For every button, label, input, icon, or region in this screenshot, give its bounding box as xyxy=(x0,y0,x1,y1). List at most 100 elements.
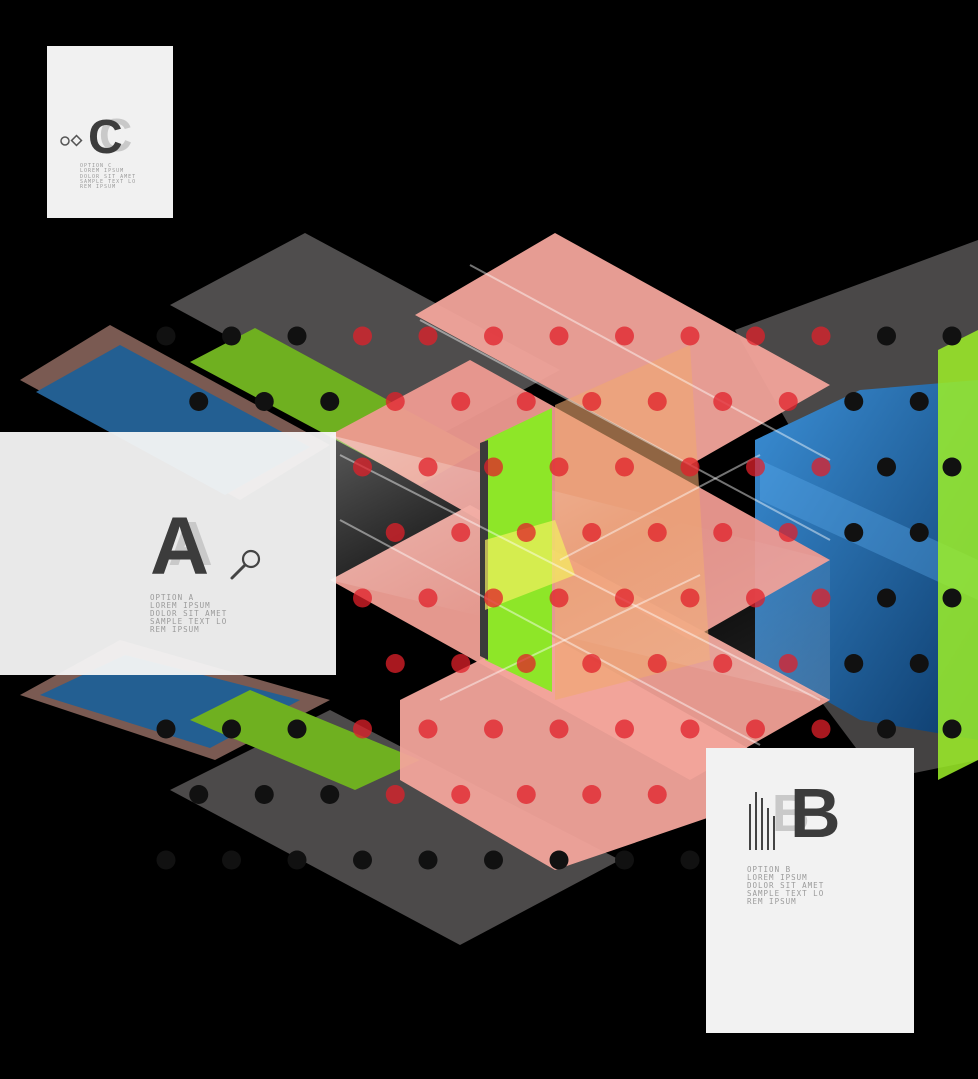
pattern-dot xyxy=(647,785,667,804)
option-a-line: OPTION A xyxy=(150,593,195,602)
pattern-dot xyxy=(778,523,798,542)
pattern-dot xyxy=(353,457,372,477)
option-a-line: REM IPSUM xyxy=(150,624,200,634)
pattern-dot xyxy=(549,588,569,608)
pattern-dot xyxy=(385,523,405,542)
option-a-card: A A OPTION A LOREM IPSUM DOLOR SIT AMET … xyxy=(0,432,336,675)
pattern-dot xyxy=(222,719,241,739)
pattern-dot xyxy=(647,654,667,673)
pattern-dot xyxy=(844,392,864,411)
option-c-line: DOLOR SIT AMET xyxy=(80,173,137,180)
option-c-line: SAMPLE TEXT LO xyxy=(80,178,137,185)
salmon-block-bottom xyxy=(400,630,760,870)
pattern-dot xyxy=(549,719,569,739)
option-b-line: DOLOR SIT AMET xyxy=(747,880,825,890)
pattern-dot xyxy=(746,588,765,608)
pattern-dot xyxy=(877,326,896,346)
option-a-line: DOLOR SIT AMET xyxy=(150,608,228,618)
pattern-dot xyxy=(909,654,929,673)
pattern-dot xyxy=(353,850,372,870)
pattern-dot xyxy=(811,326,831,346)
pattern-dot xyxy=(549,457,569,477)
letter-c-shadow: C xyxy=(99,109,133,161)
option-b-card: B B OPTION B LOREM IPSUM DOLOR SIT AMET … xyxy=(706,748,914,1033)
pattern-dot xyxy=(385,654,405,673)
pattern-dot xyxy=(516,654,536,673)
dot-pattern xyxy=(156,326,962,870)
pattern-dot xyxy=(353,326,372,346)
option-b-line: REM IPSUM xyxy=(747,896,797,906)
pattern-dot xyxy=(189,392,209,411)
pattern-dot xyxy=(615,457,634,477)
pattern-dot xyxy=(484,588,503,608)
light-streaks xyxy=(339,264,831,746)
pattern-dot xyxy=(385,392,405,411)
option-c-line: OPTION C xyxy=(80,163,113,169)
yellow-glow xyxy=(485,520,575,610)
pattern-dot xyxy=(418,719,438,739)
letter-b-shadow: B xyxy=(772,785,810,843)
pattern-dot xyxy=(189,785,209,804)
pattern-dot xyxy=(844,523,864,542)
pattern-dot xyxy=(451,392,471,411)
magnifier-icon xyxy=(230,549,261,580)
pattern-dot xyxy=(222,850,241,870)
bars-icon xyxy=(749,792,775,850)
pattern-dot xyxy=(222,326,241,346)
pattern-dot xyxy=(877,719,896,739)
pattern-dot xyxy=(647,392,667,411)
blue-block-right-gloss xyxy=(760,460,978,600)
pattern-dot xyxy=(418,588,438,608)
pattern-dot xyxy=(451,785,471,804)
pattern-dot xyxy=(811,457,831,477)
pattern-dot xyxy=(778,392,798,411)
gray-band-bottom xyxy=(170,710,620,945)
pattern-dot xyxy=(909,392,929,411)
option-a-line: LOREM IPSUM xyxy=(150,600,211,610)
pattern-dot xyxy=(942,588,962,608)
pattern-dot xyxy=(549,850,569,870)
pattern-dot xyxy=(877,588,896,608)
pattern-dot xyxy=(287,719,307,739)
pattern-dot xyxy=(942,719,962,739)
pattern-dot xyxy=(680,588,700,608)
pattern-dot xyxy=(746,719,765,739)
pattern-dot xyxy=(156,326,176,346)
pattern-dot xyxy=(942,457,962,477)
pattern-dot xyxy=(254,785,274,804)
pattern-dot xyxy=(582,785,602,804)
pattern-dot xyxy=(516,785,536,804)
pattern-dot xyxy=(484,719,503,739)
pattern-dot xyxy=(746,457,765,477)
pattern-dot xyxy=(582,392,602,411)
pattern-dot xyxy=(451,523,471,542)
letter-a-shadow: A xyxy=(168,510,213,579)
pattern-dot xyxy=(680,457,700,477)
pattern-dot xyxy=(713,392,733,411)
option-c-line: REM IPSUM xyxy=(80,184,117,190)
pattern-dot xyxy=(484,326,503,346)
green-edge-right xyxy=(938,330,978,780)
pattern-dot xyxy=(582,523,602,542)
letter-a: A xyxy=(150,501,210,592)
pattern-dot xyxy=(615,850,634,870)
pattern-dot xyxy=(680,850,700,870)
pattern-dot xyxy=(385,785,405,804)
pattern-dot xyxy=(647,523,667,542)
pattern-dot xyxy=(811,719,831,739)
pattern-dot xyxy=(615,719,634,739)
option-b-line: LOREM IPSUM xyxy=(747,872,808,882)
pattern-dot xyxy=(353,719,372,739)
option-c-text: OPTION C LOREM IPSUM DOLOR SIT AMET SAMP… xyxy=(80,163,137,190)
pattern-dot xyxy=(778,654,798,673)
pattern-dot xyxy=(418,850,438,870)
pattern-dot xyxy=(582,654,602,673)
green-band-left-bottom xyxy=(190,690,420,790)
pattern-dot xyxy=(746,326,765,346)
option-c-card: C C OPTION C LOREM IPSUM DOLOR SIT AMET … xyxy=(47,46,173,218)
pattern-dot xyxy=(680,326,700,346)
option-b-text: OPTION B LOREM IPSUM DOLOR SIT AMET SAMP… xyxy=(747,866,824,905)
pattern-dot xyxy=(451,654,471,673)
